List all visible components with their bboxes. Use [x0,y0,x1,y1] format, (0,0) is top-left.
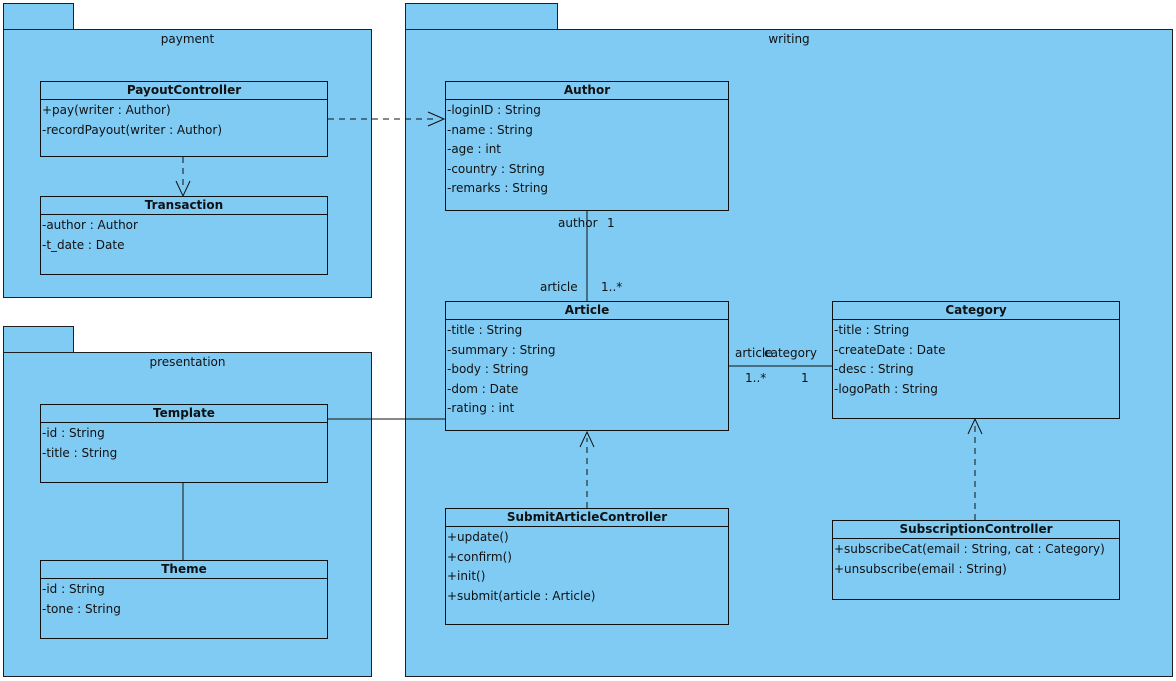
class-attribute: -loginID : String [447,103,541,117]
attributes-section: -title : String -summary : String -body : … [446,320,728,419]
operations-section: +update() +confirm() +init() +submit(articl… [446,527,728,606]
attributes-section: -id : String -title : String [41,423,327,463]
class-attribute: -id : String [42,426,105,440]
class-operation: -recordPayout(writer : Author) [42,122,223,137]
payment-package-name: payment [160,32,215,46]
multiplicity-article-label: 1..* [601,280,623,294]
class-attribute: -name : String [447,122,533,137]
theme-class[interactable]: Theme -id : String -tone : String [40,560,328,639]
class-attribute: -desc : String [834,362,914,376]
class-name: PayoutController [41,82,327,100]
attributes-section: -author : Author -t_date : Date [41,215,327,255]
category-class[interactable]: Category -title : String -createDate : Da… [832,301,1120,419]
class-operation: +update() [447,530,509,544]
role-author-label: author [558,216,598,230]
class-name: SubscriptionController [833,521,1119,539]
class-attribute: -age : int [447,142,501,156]
presentation-package-name: presentation [149,355,226,369]
writing-package-name: writing [768,32,810,46]
class-operation: +confirm() [447,549,512,564]
class-operation: +init() [447,569,486,583]
dependency-payout-author-arrowhead [427,111,446,127]
role-article-category-category-label: category [764,346,818,360]
class-attribute: -author : Author [42,218,138,232]
class-attribute: -id : String [42,582,105,596]
class-attribute: -logoPath : String [834,381,938,396]
class-operation: +pay(writer : Author) [42,103,171,117]
class-name: SubmitArticleController [446,509,728,527]
operations-section: +subscribeCat(email : String, cat : Cate… [833,539,1119,579]
class-attribute: -country : String [447,161,545,176]
class-operation: +subscribeCat(email : String, cat : Cate… [834,542,1105,556]
role-article-label: article [540,280,578,294]
class-name: Category [833,302,1119,320]
class-operation: +unsubscribe(email : String) [834,561,1007,576]
class-attribute: -createDate : Date [834,342,946,357]
transaction-class[interactable]: Transaction -author : Author -t_date : Da… [40,196,328,275]
template-class[interactable]: Template -id : String -title : String [40,404,328,483]
multiplicity-article-category-article-label: 1..* [745,371,767,385]
class-operation: +submit(article : Article) [447,588,596,603]
class-attribute: -remarks : String [447,181,549,195]
class-attribute: -tone : String [42,601,121,616]
class-name: Author [446,82,728,100]
author-class[interactable]: Author -loginID : String -name : String -a… [445,81,729,211]
article-class[interactable]: Article -title : String -summary : String… [445,301,729,431]
class-attribute: -summary : String [447,342,556,357]
dependency-submit-article-arrowhead [579,430,595,448]
class-name: Template [41,405,327,423]
class-name: Theme [41,561,327,579]
class-attribute: -rating : int [447,401,515,415]
subscription-controller-class[interactable]: SubscriptionController +subscribeCat(ema… [832,520,1120,600]
attributes-section: -title : String -createDate : Date -desc :… [833,320,1119,399]
multiplicity-article-category-category-label: 1 [801,371,809,385]
class-name: Transaction [41,197,327,215]
role-article-category-article-label: article [735,346,773,360]
class-attribute: -title : String [834,323,910,337]
submit-article-controller-class[interactable]: SubmitArticleController +update() +confir… [445,508,729,625]
class-attribute: -body : String [447,362,529,376]
multiplicity-author-label: 1 [607,216,615,230]
payout-controller-class[interactable]: PayoutController +pay(writer : Author) -r… [40,81,328,157]
class-attribute: -title : String [42,445,118,460]
attributes-section: -id : String -tone : String [41,579,327,619]
class-name: Article [446,302,728,320]
presentation-package-tab [3,326,74,353]
class-attribute: -title : String [447,323,523,337]
class-attribute: -t_date : Date [42,237,125,252]
attributes-section: -loginID : String -name : String -age : in… [446,100,728,199]
dependency-subscription-category-arrowhead [967,417,983,435]
class-attribute: -dom : Date [447,381,519,396]
operations-section: +pay(writer : Author) -recordPayout(write… [41,100,327,140]
